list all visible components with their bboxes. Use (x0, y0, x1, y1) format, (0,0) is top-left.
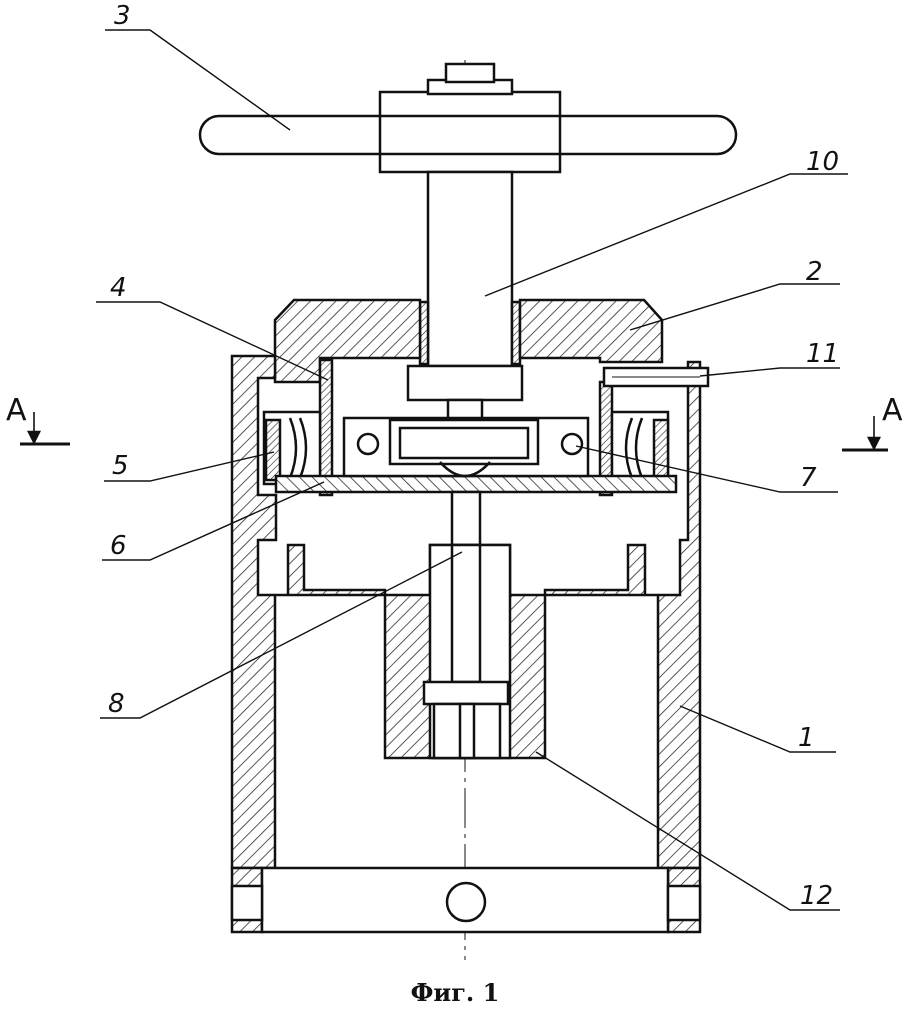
thrust-bearing (342, 416, 590, 478)
label-2: 2 (806, 257, 823, 287)
label-6: 6 (110, 531, 127, 561)
leader-11 (699, 367, 840, 377)
label-5: 5 (112, 451, 129, 481)
screw-shaft (406, 170, 524, 428)
label-3: 3 (114, 1, 131, 31)
leader-5 (104, 451, 275, 482)
leader-3 (105, 29, 291, 131)
leader-2 (629, 283, 840, 331)
leader-4 (96, 301, 329, 381)
housing (230, 354, 702, 934)
leader-7 (575, 445, 838, 493)
section-letter-left: A (6, 393, 27, 428)
leader-8 (100, 551, 463, 719)
handwheel (198, 62, 738, 174)
section-marker-right (842, 416, 888, 452)
leader-10 (484, 173, 848, 297)
cover (273, 298, 664, 384)
section-marker-left (20, 412, 70, 446)
label-1: 1 (798, 723, 815, 753)
roller-bearing (262, 410, 670, 486)
label-10: 10 (806, 147, 839, 177)
section-letter-right: A (882, 393, 903, 428)
leader-12 (535, 751, 840, 911)
leader-1 (679, 705, 836, 753)
label-7: 7 (800, 463, 817, 493)
label-11: 11 (806, 339, 839, 369)
plate (274, 474, 678, 494)
label-4: 4 (110, 273, 127, 303)
insert (383, 543, 547, 760)
label-12: 12 (800, 881, 833, 911)
latch-pin (602, 366, 710, 388)
figure-caption: Фиг. 1 (410, 978, 500, 1007)
label-8: 8 (108, 689, 125, 719)
leader-6 (102, 481, 325, 561)
